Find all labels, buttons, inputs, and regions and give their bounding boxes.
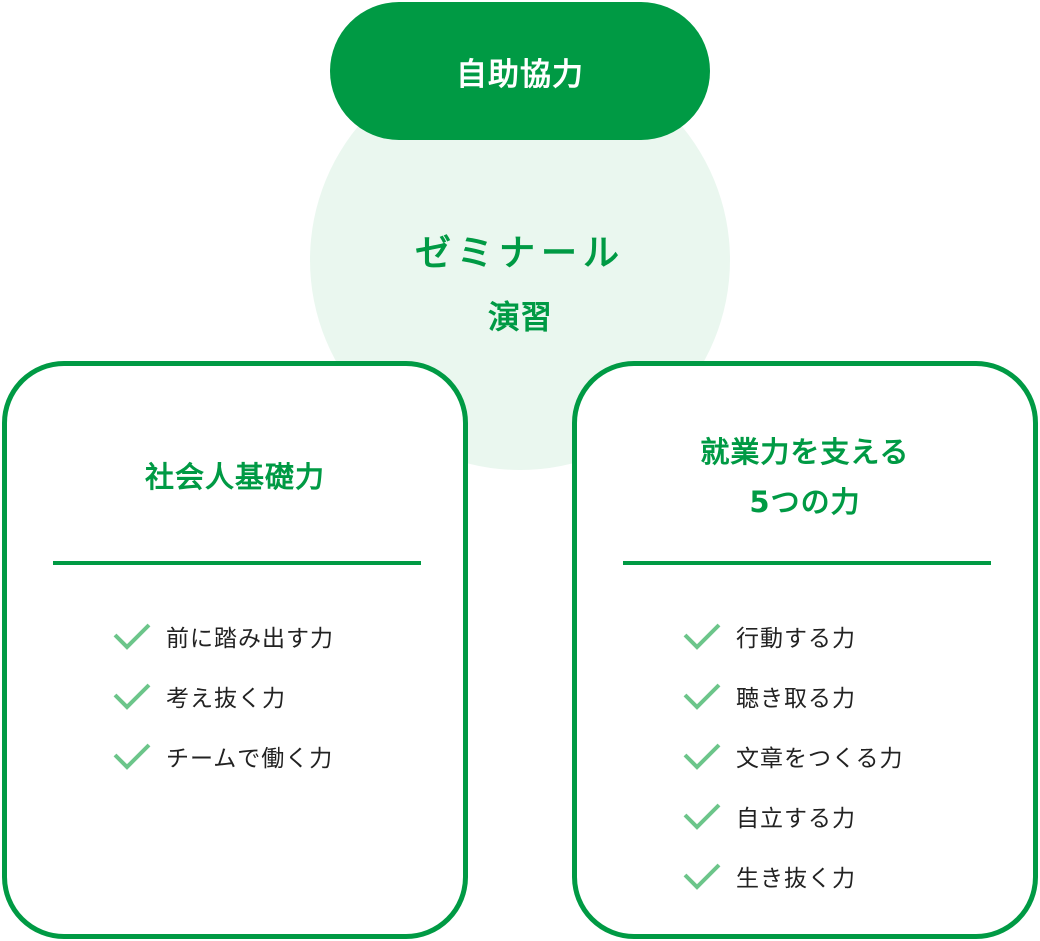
check-icon <box>683 623 721 650</box>
check-icon <box>113 743 151 770</box>
list-item: 文章をつくる力 <box>682 726 904 786</box>
item-label: 考え抜く力 <box>166 686 286 712</box>
divider <box>53 561 421 565</box>
list-item: 生き抜く力 <box>682 846 904 906</box>
item-label: 前に踏み出す力 <box>166 626 334 652</box>
exercise-label: 演習 <box>487 298 552 336</box>
self-help-cooperation-pill: 自助協力 <box>330 2 710 140</box>
list-item: 前に踏み出す力 <box>112 606 334 666</box>
divider <box>623 561 991 565</box>
list-item: 自立する力 <box>682 786 904 846</box>
list-item: 考え抜く力 <box>112 666 334 726</box>
list-item: 行動する力 <box>682 606 904 666</box>
check-icon <box>113 623 151 650</box>
social-skills-card: 社会人基礎力 前に踏み出す力 考え抜く力 チームで働く力 <box>2 361 468 939</box>
check-icon <box>683 743 721 770</box>
card-title-line1: 就業力を支える <box>700 435 910 469</box>
item-label: チームで働く力 <box>166 746 334 772</box>
seminar-label: ゼミナール <box>414 233 625 274</box>
list-item: チームで働く力 <box>112 726 334 786</box>
card-title: 社会人基礎力 <box>144 460 325 494</box>
check-icon <box>683 803 721 830</box>
pill-label: 自助協力 <box>456 56 584 93</box>
item-label: 文章をつくる力 <box>736 746 904 772</box>
item-label: 行動する力 <box>736 626 856 652</box>
check-icon <box>113 683 151 710</box>
employability-card: 就業力を支える 5つの力 行動する力 聴き取る力 文章をつくる力 自立する力 生き… <box>572 361 1038 939</box>
check-icon <box>683 863 721 890</box>
list-item: 聴き取る力 <box>682 666 904 726</box>
item-label: 生き抜く力 <box>736 866 856 892</box>
card-title: 就業力を支える 5つの力 <box>577 427 1033 527</box>
skills-list: 行動する力 聴き取る力 文章をつくる力 自立する力 生き抜く力 <box>682 606 904 906</box>
check-icon <box>683 683 721 710</box>
card-title-line2: 5つの力 <box>749 485 861 519</box>
item-label: 聴き取る力 <box>736 686 856 712</box>
item-label: 自立する力 <box>736 806 856 832</box>
skills-list: 前に踏み出す力 考え抜く力 チームで働く力 <box>112 606 334 786</box>
